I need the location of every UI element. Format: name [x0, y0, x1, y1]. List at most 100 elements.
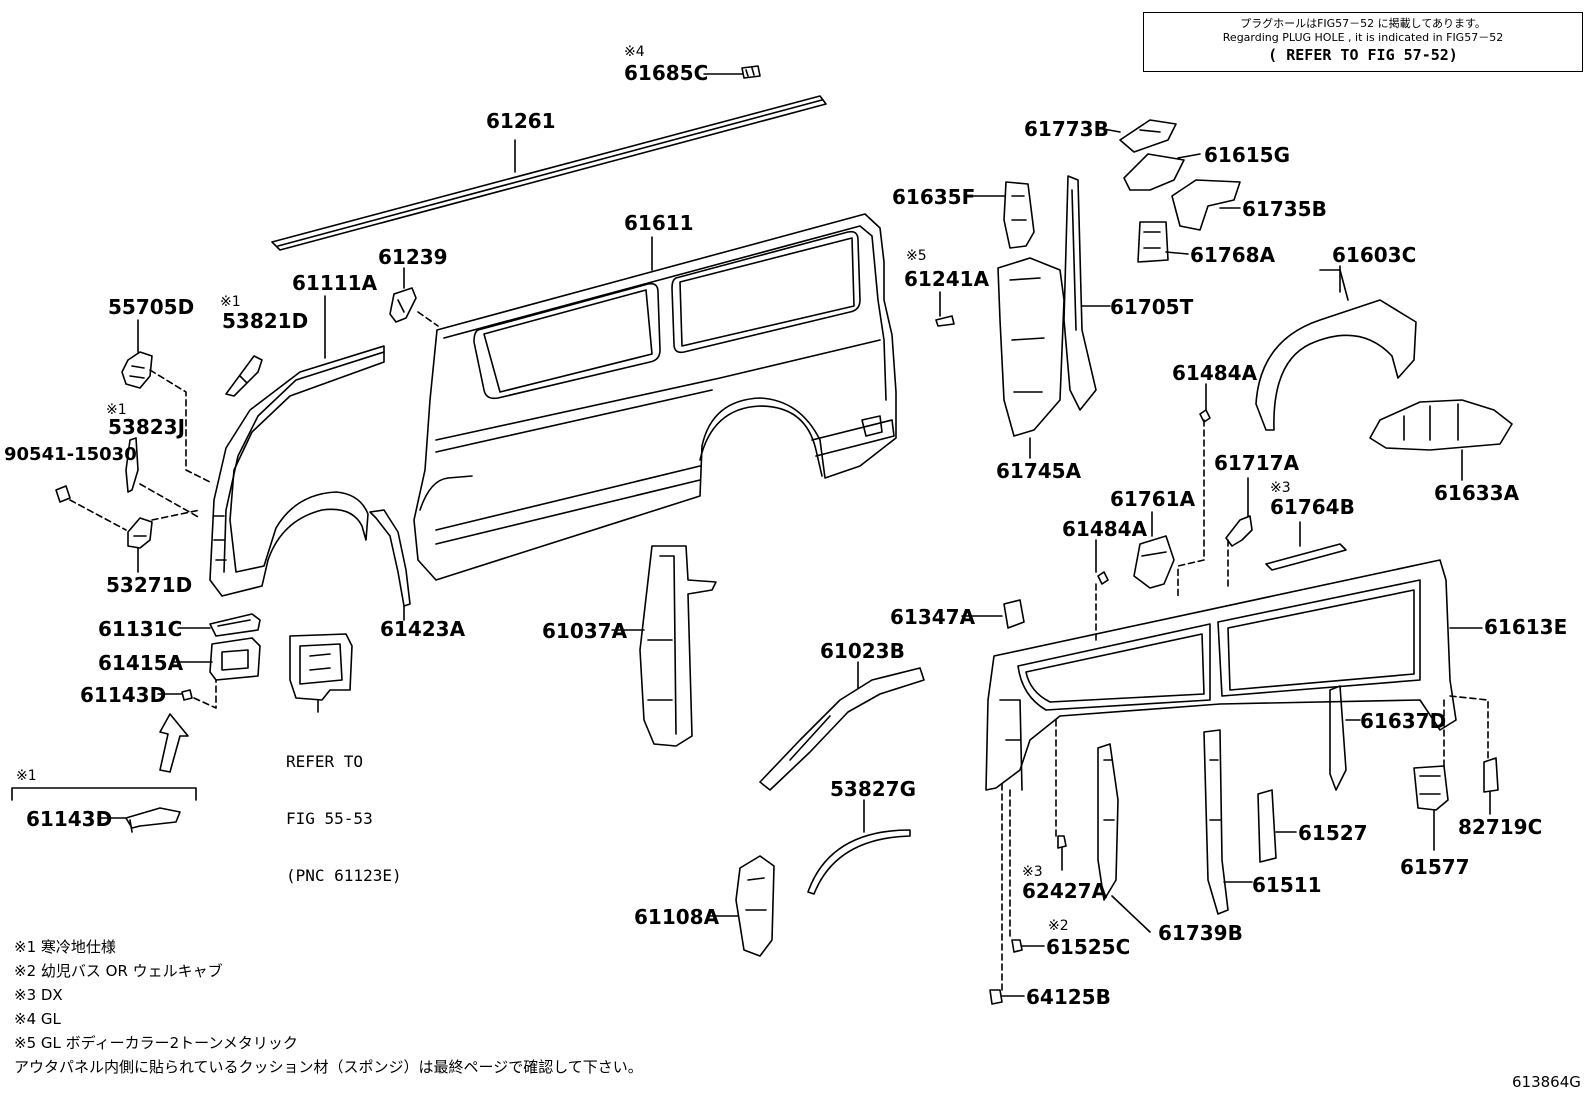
part-61511: [1203, 729, 1229, 915]
part-55705D: [121, 351, 153, 389]
part-label-61239[interactable]: 61239: [378, 245, 448, 269]
marker-3: ※3: [1270, 480, 1291, 496]
pillar-61037A: [639, 545, 717, 747]
part-61143D-variant: [125, 807, 181, 833]
part-label-53827G[interactable]: 53827G: [830, 777, 916, 801]
part-61735B: [1171, 179, 1241, 231]
part-61484A-b: [1097, 571, 1109, 585]
part-61633A: [1369, 399, 1513, 451]
part-label-61037A[interactable]: 61037A: [542, 619, 628, 643]
part-label-55705D[interactable]: 55705D: [108, 295, 195, 319]
part-61603C: [1255, 269, 1417, 431]
figure-number: 613864G: [1512, 1073, 1581, 1091]
part-61705T: [1063, 175, 1097, 411]
roof-drip-molding-61261: [271, 95, 827, 251]
part-61415A: [209, 637, 261, 681]
bracket-61239: [389, 287, 417, 323]
clip-61685C: [741, 65, 761, 79]
part-label-61423A[interactable]: 61423A: [380, 617, 466, 641]
part-61768A: [1137, 221, 1169, 263]
part-label-61735B[interactable]: 61735B: [1242, 197, 1327, 221]
part-label-61637D[interactable]: 61637D: [1360, 709, 1447, 733]
note-line-1: プラグホールはFIG57－52 に掲載してあります。: [1240, 17, 1486, 30]
part-61423A: [369, 509, 411, 607]
part-label-61143D-variant[interactable]: 61143D: [26, 807, 113, 831]
note-line-3[interactable]: ( REFER TO FIG 57-52): [1268, 46, 1458, 64]
part-82719C: [1483, 757, 1499, 793]
part-61108A: [735, 855, 775, 957]
side-panel-61613E: [985, 559, 1457, 791]
part-label-61023B[interactable]: 61023B: [820, 639, 905, 663]
part-label-61685C[interactable]: 61685C: [624, 61, 709, 85]
part-61773B: [1119, 119, 1177, 153]
part-61143D: [181, 689, 193, 701]
part-label-61613E[interactable]: 61613E: [1484, 615, 1568, 639]
refer-note[interactable]: REFER TO FIG 55-53 (PNC 61123E): [286, 714, 402, 923]
part-label-61717A[interactable]: 61717A: [1214, 451, 1300, 475]
part-label-61527[interactable]: 61527: [1298, 821, 1368, 845]
bolt-90541: [55, 485, 71, 503]
part-label-82719C[interactable]: 82719C: [1458, 815, 1543, 839]
marker-2: ※2: [1048, 918, 1069, 934]
part-label-61611[interactable]: 61611: [624, 211, 694, 235]
part-label-53823J[interactable]: 53823J: [108, 415, 186, 439]
part-label-61764B[interactable]: 61764B: [1270, 495, 1355, 519]
footnote-2: ※2 幼児バス OR ウェルキャブ: [14, 962, 223, 980]
part-label-61111A[interactable]: 61111A: [292, 271, 378, 295]
part-label-61761A[interactable]: 61761A: [1110, 487, 1196, 511]
marker-5: ※5: [906, 248, 927, 264]
part-label-61511[interactable]: 61511: [1252, 873, 1322, 897]
part-label-61773B[interactable]: 61773B: [1024, 117, 1109, 141]
part-label-61577[interactable]: 61577: [1400, 855, 1470, 879]
part-label-62427A[interactable]: 62427A: [1022, 879, 1108, 903]
part-label-61705T[interactable]: 61705T: [1110, 295, 1194, 319]
part-label-61745A[interactable]: 61745A: [996, 459, 1082, 483]
part-label-61633A[interactable]: 61633A: [1434, 481, 1520, 505]
part-label-61635F[interactable]: 61635F: [892, 185, 976, 209]
part-label-61615G[interactable]: 61615G: [1204, 143, 1290, 167]
part-label-64125B[interactable]: 64125B: [1026, 985, 1111, 1009]
part-61635F: [1003, 181, 1035, 249]
refer-line-3: (PNC 61123E): [286, 866, 402, 885]
arrow-icon: [159, 713, 189, 773]
part-label-61241A[interactable]: 61241A: [904, 267, 990, 291]
part-label-61415A[interactable]: 61415A: [98, 651, 184, 675]
part-61764B: [1265, 543, 1347, 571]
part-53821D: [225, 355, 263, 397]
door-latch-ref: [289, 633, 353, 701]
part-61484A: [1199, 409, 1211, 423]
refer-line-1: REFER TO: [286, 752, 364, 771]
part-62427A: [1057, 835, 1067, 849]
marker-1: ※1: [16, 768, 37, 784]
part-64125B: [989, 989, 1003, 1005]
part-label-90541-15030[interactable]: 90541-15030: [4, 444, 137, 465]
marker-3: ※3: [1022, 864, 1043, 880]
marker-4: ※4: [624, 44, 645, 60]
part-61739B: [1097, 743, 1119, 901]
part-61717A: [1225, 515, 1253, 547]
footnote-4: ※4 GL: [14, 1010, 61, 1028]
marker-1: ※1: [220, 294, 241, 310]
marker-1: ※1: [106, 402, 127, 418]
part-label-61739B[interactable]: 61739B: [1158, 921, 1243, 945]
part-label-61603C[interactable]: 61603C: [1332, 243, 1417, 267]
part-label-61525C[interactable]: 61525C: [1046, 935, 1131, 959]
part-61347A: [1003, 599, 1025, 629]
part-61131C: [209, 613, 261, 637]
part-label-61261[interactable]: 61261: [486, 109, 556, 133]
part-label-61143D[interactable]: 61143D: [80, 683, 167, 707]
refer-line-2: FIG 55-53: [286, 809, 373, 828]
part-label-53271D[interactable]: 53271D: [106, 573, 193, 597]
part-label-53821D[interactable]: 53821D: [222, 309, 309, 333]
part-61023B: [759, 667, 925, 791]
part-label-61484A[interactable]: 61484A: [1172, 361, 1258, 385]
part-label-61108A[interactable]: 61108A: [634, 905, 720, 929]
part-label-61484A-b[interactable]: 61484A: [1062, 517, 1148, 541]
part-label-61347A[interactable]: 61347A: [890, 605, 976, 629]
footnote-3: ※3 DX: [14, 986, 63, 1004]
part-label-61768A[interactable]: 61768A: [1190, 243, 1276, 267]
part-label-61131C[interactable]: 61131C: [98, 617, 183, 641]
part-61525C: [1011, 939, 1023, 953]
part-61745A: [997, 257, 1065, 437]
